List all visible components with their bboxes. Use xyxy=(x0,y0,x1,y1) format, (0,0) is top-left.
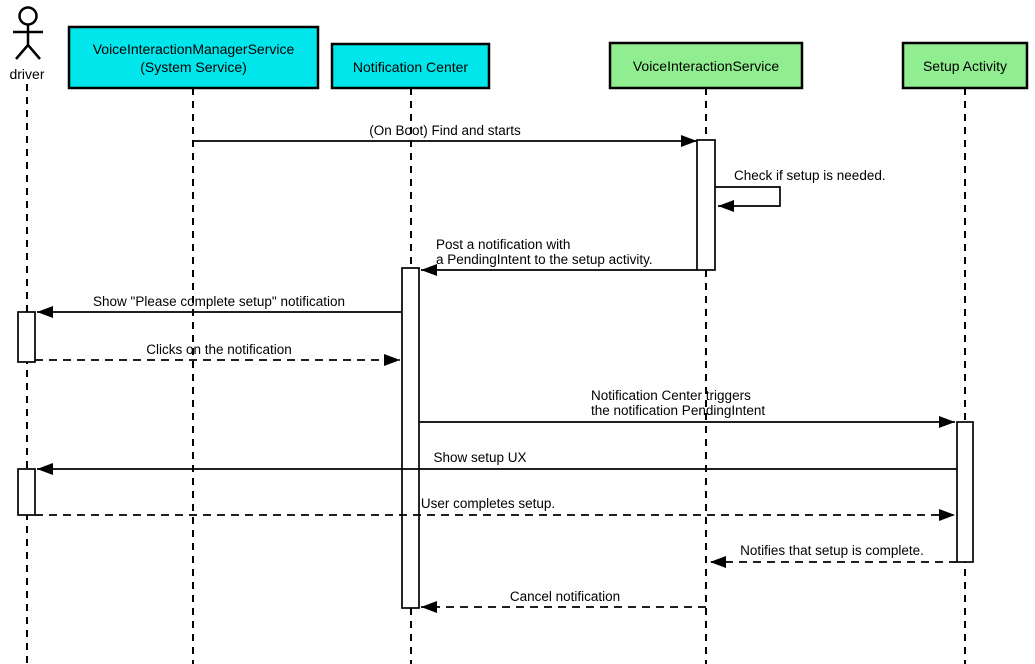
participant-label: VoiceInteractionService xyxy=(633,58,780,74)
message-click-notification: Clicks on the notification xyxy=(35,342,400,366)
actor-leg-left xyxy=(15,44,29,60)
message-post-notification: Post a notification with a PendingIntent… xyxy=(421,237,697,276)
message-user-completes: User completes setup. xyxy=(35,496,955,521)
message-label: User completes setup. xyxy=(421,496,555,511)
actor-leg-right xyxy=(27,44,41,60)
participant-voice-interaction-manager-service: VoiceInteractionManagerService (System S… xyxy=(67,25,320,90)
participant-notification-center: Notification Center xyxy=(330,42,491,90)
activation-bars xyxy=(17,139,974,609)
message-label: Cancel notification xyxy=(510,589,620,604)
message-label: (On Boot) Find and starts xyxy=(369,123,521,138)
actor-driver: driver xyxy=(9,6,45,82)
participant-label: Setup Activity xyxy=(923,58,1007,74)
message-on-boot: (On Boot) Find and starts xyxy=(193,123,697,147)
participant-box xyxy=(67,25,320,90)
message-label: Show setup UX xyxy=(433,450,526,465)
message-label-line2: the notification PendingIntent xyxy=(591,403,765,418)
participant-setup-activity: Setup Activity xyxy=(901,41,1029,90)
message-cancel-notification: Cancel notification xyxy=(421,589,706,613)
activation-driver-2 xyxy=(17,468,36,516)
participant-voice-interaction-service: VoiceInteractionService xyxy=(608,41,804,90)
message-check-setup: Check if setup is needed. xyxy=(715,168,886,212)
message-label: Notifies that setup is complete. xyxy=(740,543,924,558)
message-label-line1: Post a notification with xyxy=(436,237,570,252)
message-line xyxy=(715,186,781,212)
message-show-setup-ux: Show setup UX xyxy=(37,450,957,475)
participant-label: Notification Center xyxy=(353,59,469,75)
participant-box xyxy=(608,41,804,90)
message-label: Clicks on the notification xyxy=(146,342,292,357)
actor-driver-label: driver xyxy=(9,66,44,82)
participant-label-line1: VoiceInteractionManagerService xyxy=(93,41,295,57)
message-label-line1: Notification Center triggers xyxy=(591,388,751,403)
message-label: Check if setup is needed. xyxy=(734,168,886,183)
activation-voice-interaction-service xyxy=(696,139,716,271)
message-label: Show "Please complete setup" notificatio… xyxy=(93,294,345,309)
participant-label-line2: (System Service) xyxy=(140,59,247,75)
messages: (On Boot) Find and starts Check if setup… xyxy=(35,123,957,613)
activation-notification-center xyxy=(401,267,420,609)
participant-box xyxy=(330,42,491,90)
message-label-line2: a PendingIntent to the setup activity. xyxy=(436,252,653,267)
participant-box xyxy=(901,41,1029,90)
message-show-notification: Show "Please complete setup" notificatio… xyxy=(37,294,402,318)
activation-driver-1 xyxy=(17,311,36,363)
actor-head xyxy=(18,6,38,26)
message-notify-complete: Notifies that setup is complete. xyxy=(710,543,957,568)
activation-setup-activity xyxy=(956,421,974,563)
message-trigger-intent: Notification Center triggers the notific… xyxy=(419,388,955,428)
